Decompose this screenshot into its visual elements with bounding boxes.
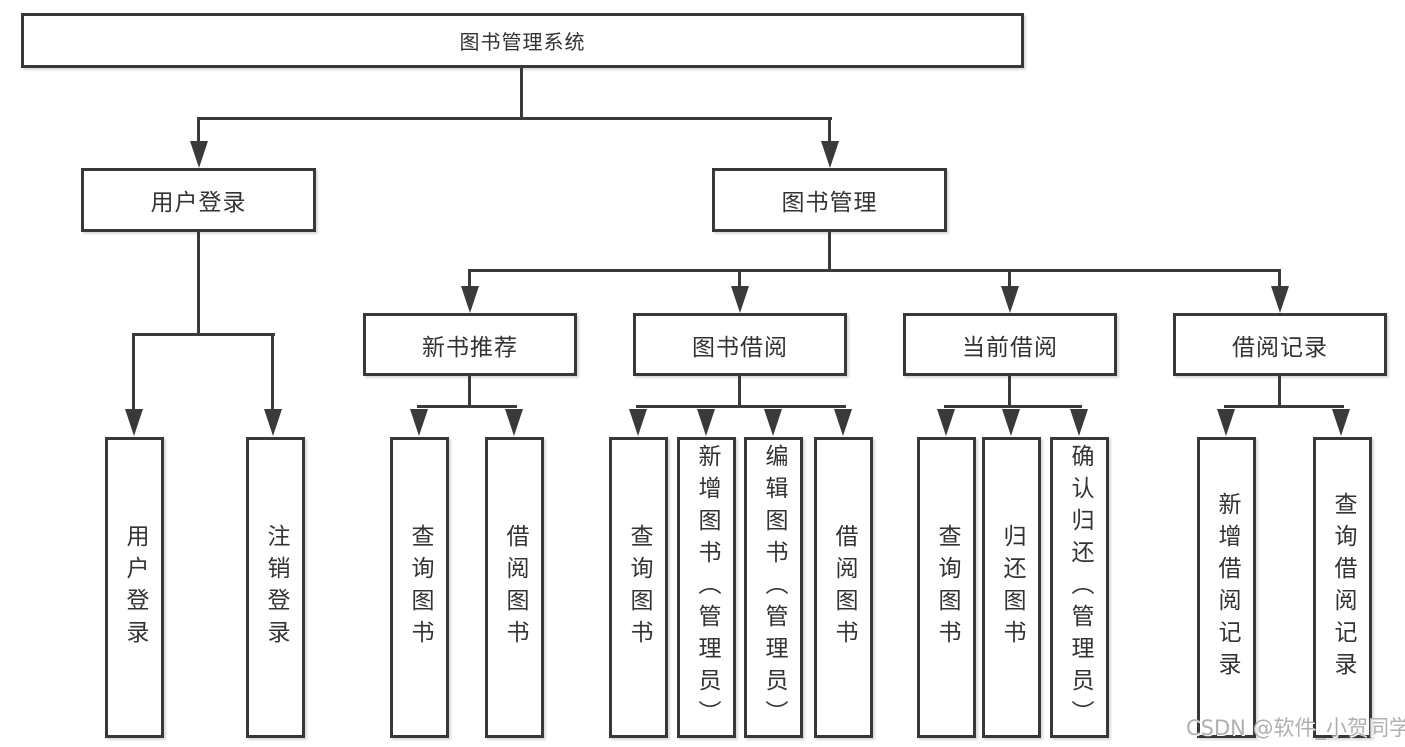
- connector-nb-rail: [417, 405, 517, 408]
- node-current-borrowing: 当前借阅: [903, 313, 1117, 376]
- node-library-management-system: 图书管理系统: [21, 13, 1024, 68]
- node-label: 查询图书: [407, 523, 433, 652]
- node-borrow-records: 借阅记录: [1173, 313, 1387, 376]
- arrow-down-icon: [1002, 409, 1020, 436]
- arrow-down-icon: [190, 141, 208, 168]
- arrow-down-icon: [764, 409, 782, 436]
- node-label: 新增借阅记录: [1214, 491, 1240, 684]
- node-label: 新增图书（管理员）: [694, 443, 720, 732]
- connector-nb-stem: [468, 374, 471, 408]
- node-cb-return-books: 归还图书: [982, 437, 1041, 738]
- connector-drop-logout-leaf: [271, 333, 274, 411]
- arrow-down-icon: [937, 409, 955, 436]
- node-label: 借阅图书: [831, 523, 857, 652]
- node-nb-query-books: 查询图书: [390, 437, 449, 738]
- connector-bb-rail: [636, 405, 846, 408]
- connector-drop-book-management: [828, 117, 831, 145]
- node-label: 用户登录: [122, 523, 148, 652]
- node-br-query-record: 查询借阅记录: [1313, 437, 1372, 738]
- arrow-down-icon: [1332, 409, 1350, 436]
- node-user-login: 用户登录: [81, 168, 316, 232]
- arrow-down-icon: [697, 409, 715, 436]
- node-user-login-leaf: 用户登录: [105, 437, 164, 738]
- node-bb-borrow-books: 借阅图书: [814, 437, 873, 738]
- connector-cb-stem: [1008, 374, 1011, 408]
- connector-drop-user-login: [197, 117, 200, 145]
- node-label: 查询图书: [934, 523, 960, 652]
- connector-drop-book-borrow: [738, 269, 741, 287]
- node-book-management: 图书管理: [712, 168, 947, 232]
- arrow-down-icon: [629, 409, 647, 436]
- connector-book-mgmt-stem: [828, 230, 831, 272]
- connector-cb-rail: [944, 405, 1082, 408]
- arrow-down-icon: [264, 409, 282, 436]
- arrow-down-icon: [505, 409, 523, 436]
- connector-drop-login-leaf: [132, 333, 135, 411]
- node-bb-edit-books-admin: 编辑图书（管理员）: [744, 437, 803, 738]
- connector-level3-rail: [468, 269, 1281, 272]
- node-label: 确认归还（管理员）: [1067, 443, 1093, 732]
- connector-level2-rail: [197, 117, 832, 120]
- arrow-down-icon: [731, 286, 749, 313]
- connector-drop-current-borrow: [1008, 269, 1011, 287]
- connector-root-stem: [520, 66, 523, 120]
- connector-user-login-rail: [132, 333, 275, 336]
- csdn-watermark: CSDN @软件_小贺同学: [1186, 716, 1405, 740]
- node-cb-query-books: 查询图书: [917, 437, 976, 738]
- arrow-down-icon: [821, 141, 839, 168]
- node-bb-query-books: 查询图书: [609, 437, 668, 738]
- node-label: 注销登录: [263, 523, 289, 652]
- arrow-down-icon: [1217, 409, 1235, 436]
- connector-drop-new-book: [468, 269, 471, 287]
- connector-br-rail: [1224, 405, 1344, 408]
- arrow-down-icon: [834, 409, 852, 436]
- node-label: 查询借阅记录: [1330, 491, 1356, 684]
- node-new-book-recommend: 新书推荐: [363, 313, 577, 376]
- node-book-borrowing: 图书借阅: [633, 313, 847, 376]
- arrow-down-icon: [125, 409, 143, 436]
- node-label: 借阅图书: [502, 523, 528, 652]
- connector-br-stem: [1278, 374, 1281, 408]
- node-label: 编辑图书（管理员）: [761, 443, 787, 732]
- arrow-down-icon: [1271, 286, 1289, 313]
- node-bb-add-books-admin: 新增图书（管理员）: [677, 437, 736, 738]
- arrow-down-icon: [410, 409, 428, 436]
- arrow-down-icon: [461, 286, 479, 313]
- arrow-down-icon: [1001, 286, 1019, 313]
- arrow-down-icon: [1070, 409, 1088, 436]
- node-label: 归还图书: [999, 523, 1025, 652]
- connector-drop-borrow-records: [1278, 269, 1281, 287]
- node-logout: 注销登录: [246, 437, 305, 738]
- connector-bb-stem: [738, 374, 741, 408]
- node-br-add-record: 新增借阅记录: [1197, 437, 1256, 738]
- connector-user-login-stem: [197, 230, 200, 335]
- node-cb-confirm-return-admin: 确认归还（管理员）: [1050, 437, 1109, 738]
- node-nb-borrow-books: 借阅图书: [485, 437, 544, 738]
- node-label: 查询图书: [626, 523, 652, 652]
